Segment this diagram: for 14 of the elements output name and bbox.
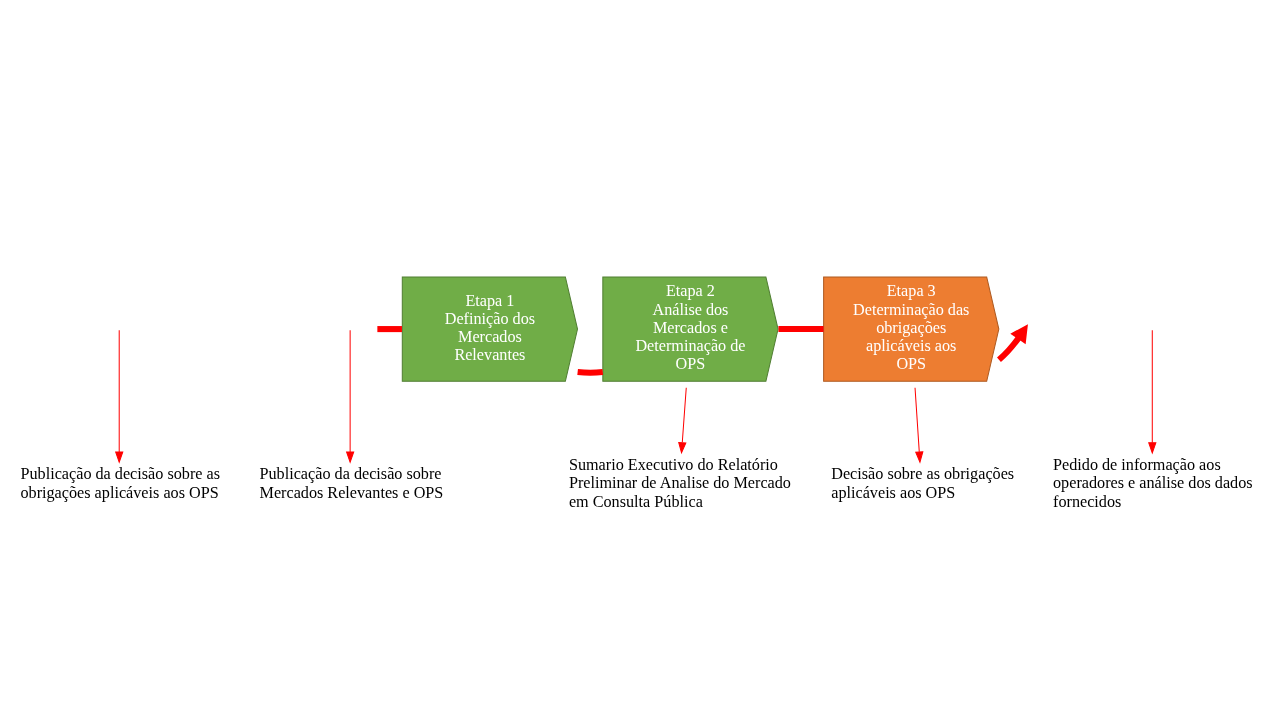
connector [778,326,824,333]
arrow [914,387,924,464]
arrow [996,324,1028,362]
node-text: Sumario Executivo do Relatório Preliminar de Analise do Mercado em Consulta Pública [568,456,791,511]
arrow [345,329,355,464]
node-text: Publicação da decisão sobre Mercados Relevantes e OPS [259,465,444,502]
node-text: Publicação da decisão sobre as obrigações aplicáveis aos OPS [20,465,221,502]
connector [577,369,604,376]
arrow [114,329,124,464]
node-text: Pedido de informação aos operadores e análise dos dados fornecidos [1053,456,1253,511]
node-text: Decisão sobre as obrigações aplicáveis aos OPS [831,465,1015,502]
connector [377,326,402,333]
arrow [678,387,687,455]
arrow [1148,329,1157,455]
